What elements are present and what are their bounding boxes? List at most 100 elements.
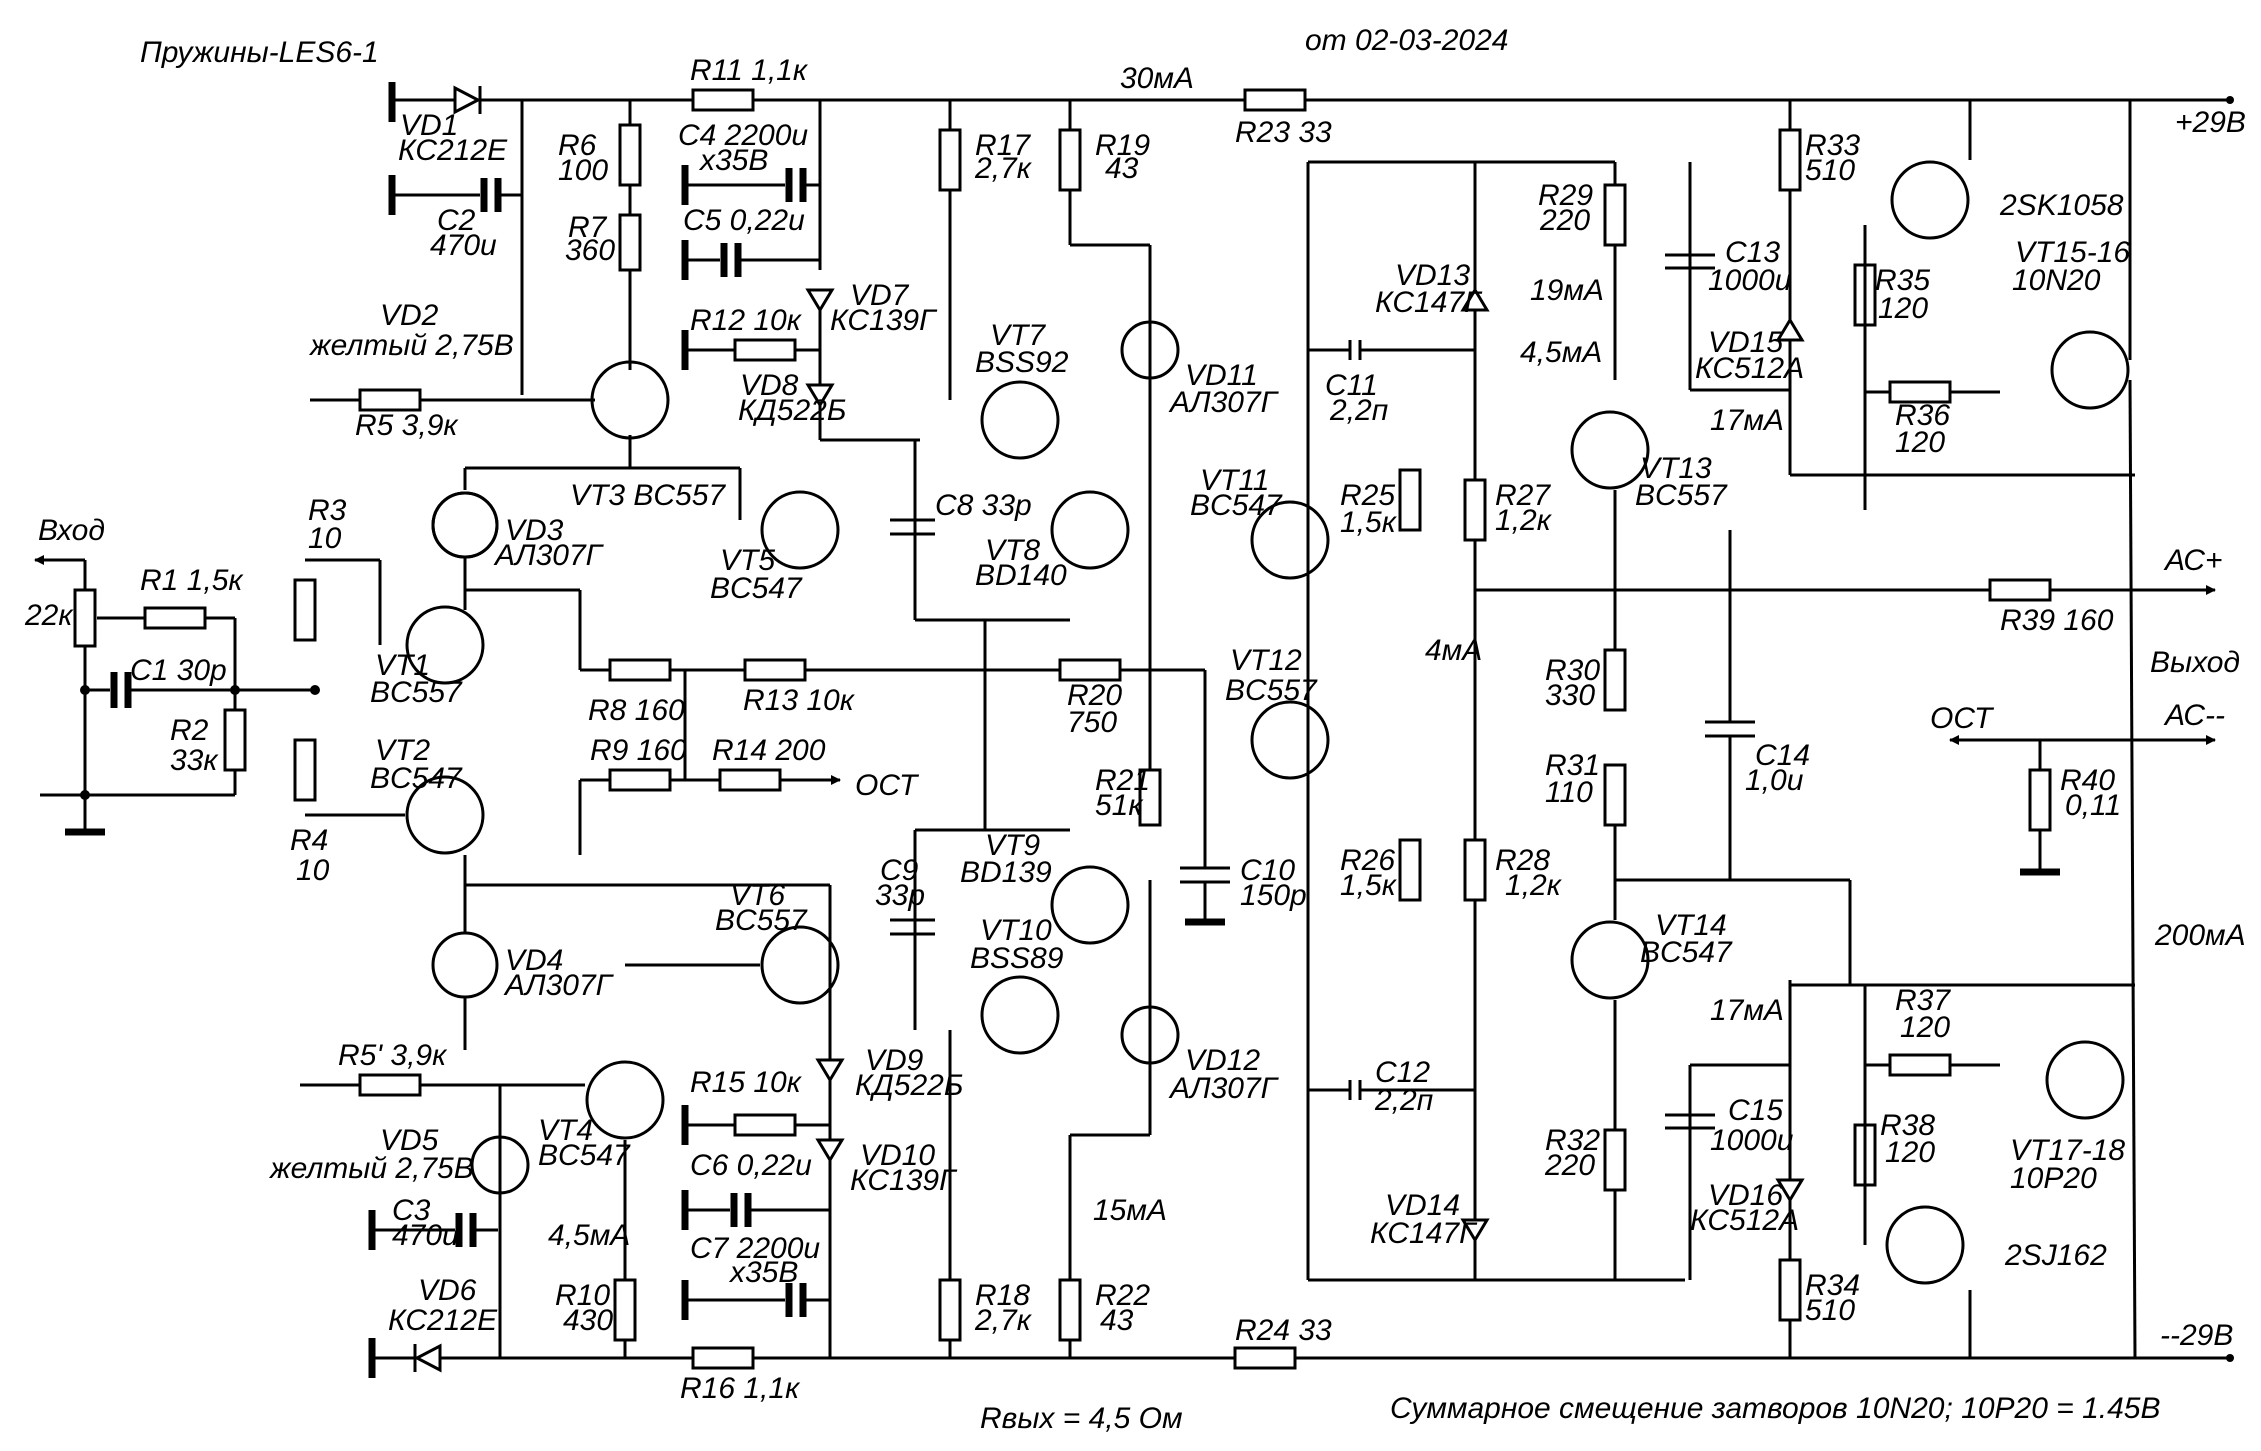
r35-label: R35 <box>1875 264 1930 297</box>
c15-value: 1000u <box>1710 1124 1794 1157</box>
neg-rail-label: --29В <box>2160 1319 2233 1352</box>
vd5-value: желтый 2,75В <box>268 1152 474 1185</box>
r40-value: 0,11 <box>2065 789 2121 822</box>
r34-label: R34 <box>1805 1269 1860 1302</box>
r19-value: 43 <box>1105 152 1139 185</box>
rin-label: 22к <box>24 599 74 632</box>
r33-label: R33 <box>1805 129 1860 162</box>
c4-label: C4 2200u <box>678 119 808 152</box>
vt10-value: BSS89 <box>970 942 1064 975</box>
c8-label: C8 33р <box>935 489 1032 522</box>
current-17ma-bot: 17мА <box>1710 994 1784 1027</box>
r5p-label: R5' 3,9к <box>338 1039 448 1072</box>
r36-label: R36 <box>1895 399 1950 432</box>
vt4-value: BC547 <box>538 1139 631 1172</box>
vd1-label: VD1 <box>400 109 458 142</box>
r16-label: R16 1,1к <box>680 1372 801 1405</box>
vd9-value: КД522Б <box>855 1069 963 1102</box>
c10-value: 150р <box>1240 879 1307 912</box>
c9-value: 33р <box>875 879 925 912</box>
r7-value: 360 <box>565 234 615 267</box>
vd1-value: КС212Е <box>398 134 508 167</box>
vt14-label: VT14 <box>1655 909 1727 942</box>
c14-value: 1,0u <box>1745 764 1804 797</box>
r38-label: R38 <box>1880 1109 1935 1142</box>
vt4-label: VT4 <box>538 1114 593 1147</box>
rout-note: Rвых = 4,5 Ом <box>980 1402 1183 1435</box>
vt13-label: VT13 <box>1640 452 1712 485</box>
r5-label: R5 3,9к <box>355 409 459 442</box>
vt6-label: VT6 <box>730 879 785 912</box>
r21-value: 51к <box>1095 789 1144 822</box>
c7-value: х35В <box>728 1256 798 1289</box>
vt5-value: BC547 <box>710 572 803 605</box>
c6-label: C6 0,22u <box>690 1149 812 1182</box>
r7-label: R7 <box>568 211 608 244</box>
vt1-label: VT1 <box>375 649 430 682</box>
vt3-label: VT3 BC557 <box>570 479 726 512</box>
r19-label: R19 <box>1095 129 1150 162</box>
c4-value: х35В <box>698 144 768 177</box>
vt9-value: BD139 <box>960 856 1052 889</box>
r15-label: R15 10к <box>690 1066 803 1099</box>
c12-value: 2,2п <box>1374 1084 1433 1117</box>
current-15ma: 15мА <box>1093 1194 1167 1227</box>
c11-value: 2,2п <box>1329 394 1388 427</box>
vt7-label: VT7 <box>990 319 1046 352</box>
vt12-label: VT12 <box>1230 644 1302 677</box>
c10-label: C10 <box>1240 854 1295 887</box>
vd13-value: КС147Г <box>1375 286 1483 319</box>
r11-label: R11 1,1к <box>690 54 809 87</box>
vd7-value: КС139Г <box>830 304 938 337</box>
vd3-label: VD3 <box>505 514 564 547</box>
r32-value: 220 <box>1544 1149 1595 1182</box>
r17-value: 2,7к <box>974 152 1033 185</box>
r10-value: 430 <box>563 1304 613 1337</box>
vt1516-value: 10N20 <box>2012 264 2101 297</box>
r2-label: R2 <box>170 714 209 747</box>
vt1-value: BC557 <box>370 676 463 709</box>
vt8-value: BD140 <box>975 559 1067 592</box>
ac-plus-label: АС+ <box>2163 544 2223 577</box>
vd16-value: КС512А <box>1690 1204 1799 1237</box>
vd2-label: VD2 <box>380 299 439 332</box>
r25-label: R25 <box>1340 479 1395 512</box>
current-19ma: 19мА <box>1530 274 1604 307</box>
wiring <box>293 88 1230 1370</box>
r30-value: 330 <box>1545 679 1595 712</box>
vd14-label: VD14 <box>1385 1189 1460 1222</box>
r34-value: 510 <box>1805 1294 1855 1327</box>
r18-label: R18 <box>975 1279 1030 1312</box>
vt14-value: BC547 <box>1640 936 1733 969</box>
r29-label: R29 <box>1538 179 1593 212</box>
r9-label: R9 160 <box>590 734 687 767</box>
input-section <box>34 555 320 836</box>
vt9-label: VT9 <box>985 829 1040 862</box>
vd6-zener <box>413 1343 442 1373</box>
vd8-label: VD8 <box>740 369 799 402</box>
r31-label: R31 <box>1545 749 1600 782</box>
r17-label: R17 <box>975 129 1031 162</box>
vt6-value: BC557 <box>715 904 808 937</box>
r26-label: R26 <box>1340 844 1395 877</box>
vd10-value: КС139Г <box>850 1164 958 1197</box>
vd7-label: VD7 <box>850 279 910 312</box>
vd15-value: КС512А <box>1695 352 1804 385</box>
vt1718-value: 10P20 <box>2010 1162 2097 1195</box>
vd4-label: VD4 <box>505 944 563 977</box>
r30-label: R30 <box>1545 654 1600 687</box>
c9-label: C9 <box>880 854 919 887</box>
c7-label: C7 2200u <box>690 1232 820 1265</box>
r28-value: 1,2к <box>1505 869 1563 902</box>
vt1718-label: VT17-18 <box>2010 1134 2125 1167</box>
vt1516-label: VT15-16 <box>2015 236 2130 269</box>
r27-label: R27 <box>1495 479 1551 512</box>
r37-label: R37 <box>1895 984 1951 1017</box>
vt2-label: VT2 <box>375 734 430 767</box>
vt13-value: BC557 <box>1635 479 1728 512</box>
r8-label: R8 160 <box>588 694 685 727</box>
r25-value: 1,5к <box>1340 506 1398 539</box>
r6-label: R6 <box>558 129 597 162</box>
r40-label: R40 <box>2060 764 2115 797</box>
negative-rail <box>368 1338 2234 1378</box>
